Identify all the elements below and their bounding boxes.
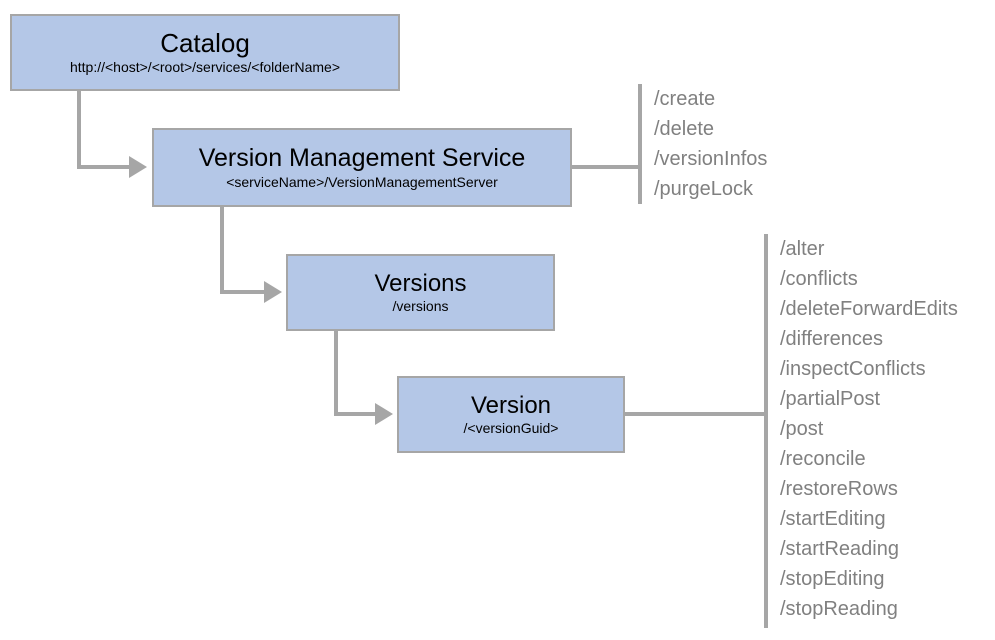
- connector-catalog-to-service-vertical: [77, 90, 81, 167]
- node-version[interactable]: Version /<versionGuid>: [397, 376, 625, 453]
- operation-item[interactable]: /partialPost: [780, 388, 881, 410]
- operation-item[interactable]: /restoreRows: [780, 478, 898, 500]
- operations-group-version: /alter /conflicts /deleteForwardEdits /d…: [764, 234, 958, 628]
- connector-version-to-operations: [624, 412, 767, 416]
- node-version-subtitle: /<versionGuid>: [463, 420, 559, 437]
- node-version-management-service-title: Version Management Service: [198, 144, 526, 173]
- operation-item[interactable]: /stopReading: [780, 598, 898, 620]
- connector-service-to-operations: [571, 165, 641, 169]
- operations-list-service: /create /delete /versionInfos /purgeLock: [642, 84, 767, 204]
- operation-item[interactable]: /stopEditing: [780, 568, 885, 590]
- node-version-title: Version: [470, 391, 552, 419]
- operation-item[interactable]: /create: [654, 88, 716, 110]
- arrowhead-icon-service-to-versions: [264, 281, 282, 303]
- connector-service-to-versions-horizontal: [220, 290, 266, 294]
- operation-item[interactable]: /deleteForwardEdits: [780, 298, 958, 320]
- operation-item[interactable]: /startReading: [780, 538, 899, 560]
- operation-item[interactable]: /inspectConflicts: [780, 358, 926, 380]
- operation-item[interactable]: /differences: [780, 328, 884, 350]
- operations-bracket-bar-service: [638, 84, 642, 204]
- operation-item[interactable]: /reconcile: [780, 448, 866, 470]
- arrowhead-icon-versions-to-version: [375, 403, 393, 425]
- operation-item[interactable]: /post: [780, 418, 824, 440]
- node-versions-title: Versions: [374, 269, 467, 297]
- operation-item[interactable]: /versionInfos: [654, 148, 768, 170]
- node-versions[interactable]: Versions /versions: [286, 254, 555, 331]
- operation-item[interactable]: /purgeLock: [654, 178, 753, 200]
- connector-catalog-to-service-horizontal: [77, 165, 131, 169]
- operations-group-service: /create /delete /versionInfos /purgeLock: [638, 84, 767, 204]
- connector-versions-to-version-horizontal: [334, 412, 377, 416]
- operation-item[interactable]: /alter: [780, 238, 825, 260]
- operation-item[interactable]: /delete: [654, 118, 715, 140]
- operation-item[interactable]: /conflicts: [780, 268, 858, 290]
- operations-bracket-bar-version: [764, 234, 768, 628]
- arrowhead-icon-catalog-to-service: [129, 156, 147, 178]
- node-version-management-service[interactable]: Version Management Service <serviceName>…: [152, 128, 572, 207]
- node-version-management-service-subtitle: <serviceName>/VersionManagementServer: [226, 173, 498, 190]
- node-catalog-subtitle: http://<host>/<root>/services/<folderNam…: [69, 59, 341, 76]
- node-catalog-title: Catalog: [160, 27, 250, 58]
- node-catalog[interactable]: Catalog http://<host>/<root>/services/<f…: [10, 14, 400, 91]
- operations-list-version: /alter /conflicts /deleteForwardEdits /d…: [768, 234, 958, 628]
- operation-item[interactable]: /startEditing: [780, 508, 886, 530]
- connector-versions-to-version-vertical: [334, 330, 338, 414]
- node-versions-subtitle: /versions: [392, 298, 449, 315]
- connector-service-to-versions-vertical: [220, 206, 224, 292]
